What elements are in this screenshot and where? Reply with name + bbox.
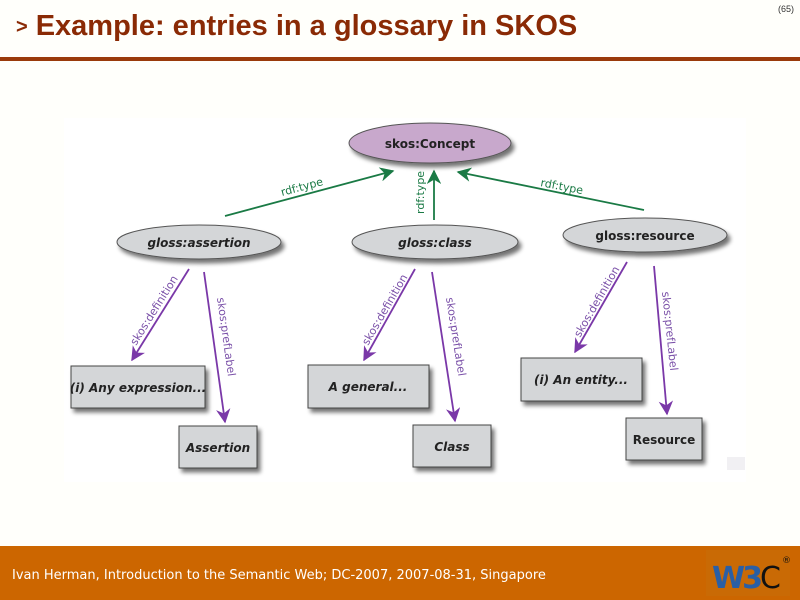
literal-assertion-definition <box>70 365 206 409</box>
node-gloss-class <box>351 224 519 260</box>
edge-resource-definition: skos:definition <box>571 261 628 354</box>
w3c-logo-icon[interactable]: W3 C ® <box>706 550 790 596</box>
edge-assertion-definition: skos:definition <box>128 268 190 362</box>
slide-title-text: Example: entries in a glossary in SKOS <box>35 10 578 42</box>
page-number: (65) <box>777 4 794 14</box>
svg-text:W3: W3 <box>712 561 761 596</box>
slide-title: > Example: entries in a glossary in SKOS <box>16 10 577 43</box>
literal-class-label <box>412 424 492 468</box>
edge-rdf-type-right: rdf:type <box>456 167 645 211</box>
edge-class-definition: skos:definition <box>359 268 416 362</box>
node-label: gloss:resource <box>595 229 694 243</box>
node-label: skos:Concept <box>385 137 475 151</box>
edge-class-preflabel: skos:prefLabel <box>431 271 468 423</box>
literal-label: Resource <box>633 433 695 447</box>
diagram-artifact <box>727 457 745 470</box>
node-skos-concept <box>348 122 512 164</box>
edge-assertion-preflabel: skos:prefLabel <box>203 271 238 424</box>
edge-label: skos:definition <box>128 273 181 347</box>
literal-class-definition <box>307 364 430 409</box>
footer-citation: Ivan Herman, Introduction to the Semanti… <box>12 568 546 583</box>
edge-label: skos:definition <box>359 272 410 348</box>
edge-label: skos:definition <box>571 264 622 340</box>
literal-assertion-label <box>178 425 258 469</box>
title-chevron-icon: > <box>16 16 28 38</box>
edge-rdf-type-left: rdf:type <box>224 167 395 217</box>
literal-label: Assertion <box>185 441 250 455</box>
literal-label: (i) Any expression... <box>70 381 206 395</box>
literal-resource-label <box>625 417 703 461</box>
node-label: gloss:assertion <box>147 236 250 250</box>
literal-resource-definition <box>520 357 643 402</box>
edge-resource-preflabel: skos:prefLabel <box>653 265 680 416</box>
node-gloss-resource <box>562 217 728 253</box>
literal-label: (i) An entity... <box>534 373 628 387</box>
literal-label: Class <box>434 440 469 454</box>
edge-label: rdf:type <box>414 171 427 214</box>
node-label: gloss:class <box>398 236 472 250</box>
footer-bar: Ivan Herman, Introduction to the Semanti… <box>0 546 800 600</box>
svg-text:®: ® <box>782 556 790 566</box>
literal-label: A general... <box>328 380 408 394</box>
node-gloss-assertion <box>116 224 282 260</box>
edge-rdf-type-middle: rdf:type <box>414 169 442 220</box>
svg-text:C: C <box>760 561 781 596</box>
header-divider <box>0 57 800 61</box>
